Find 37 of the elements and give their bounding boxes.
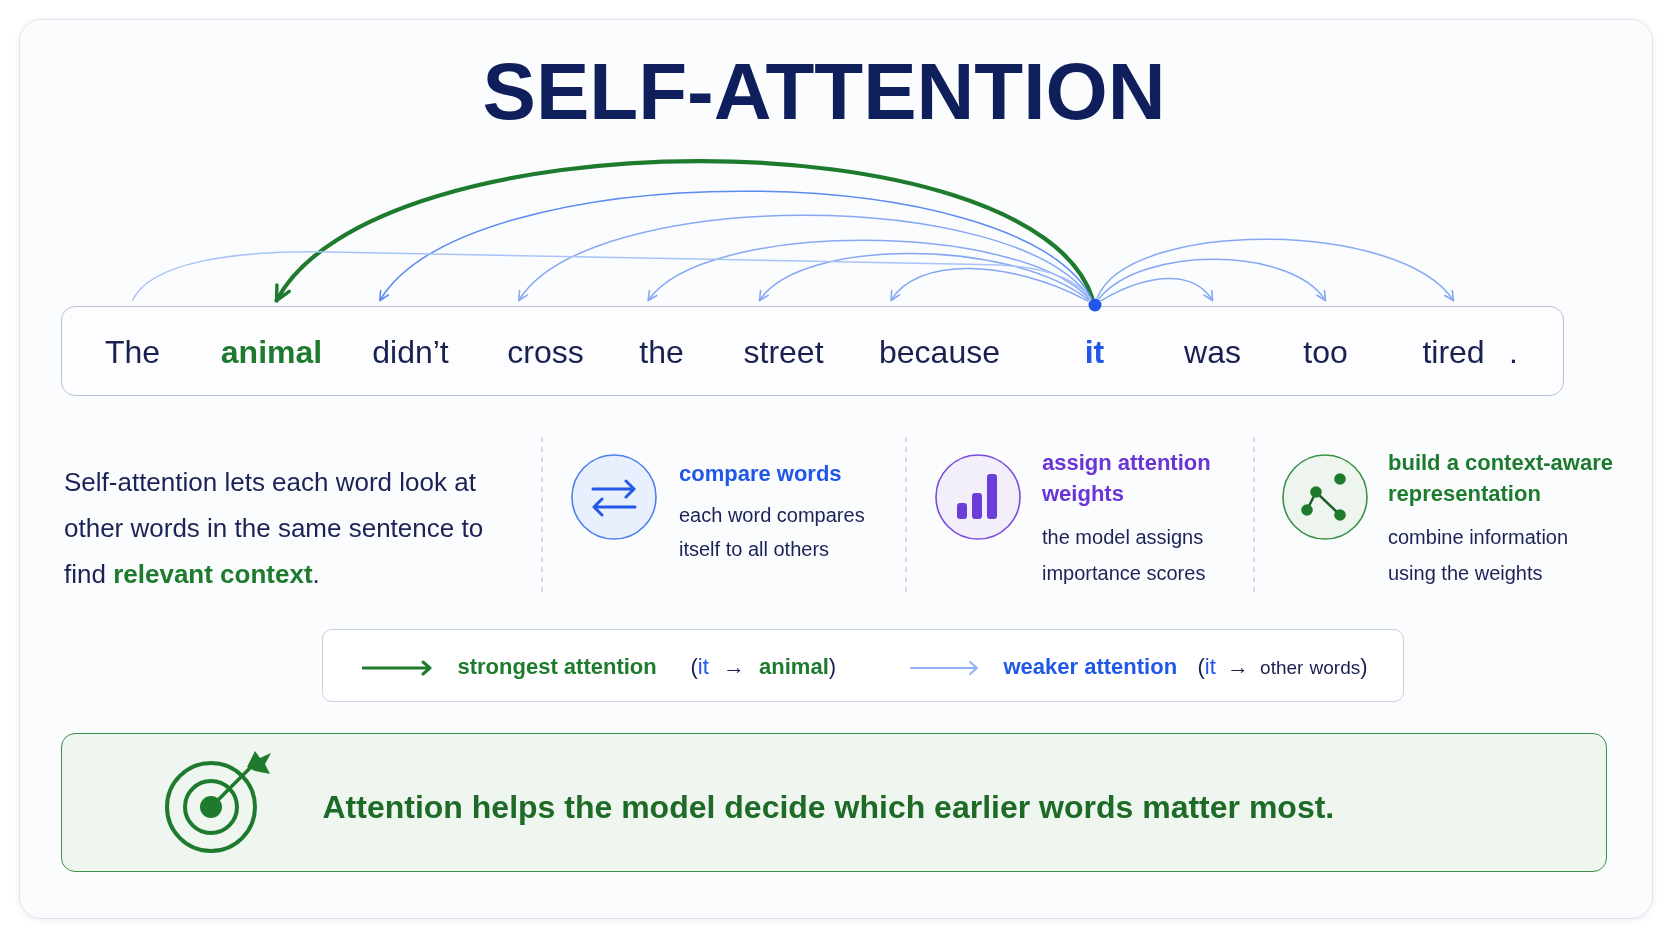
attention-arrow [890,267,1089,302]
legend-label: weaker attention [1003,652,1178,681]
legend-note: (it → other words) [1197,652,1368,681]
description-text: Self-attention lets each word look at other words in the same sentence to find relevant context. [64,466,485,591]
summary-banner [61,733,1607,872]
legend-label: strongest attention [457,652,657,681]
step-heading: build a context-aware representation [1388,449,1614,508]
summary-text: Attention helps the model decide which earlier words matter most. [322,787,1335,827]
attention-arrow [647,239,1091,302]
word: because [879,305,1000,372]
word: The [104,305,161,372]
word: didn’t [372,305,449,372]
word: tired [1422,305,1485,372]
attention-arrow [1098,258,1327,302]
step-description: the model assigns importance scores [1042,525,1207,586]
word: street [743,305,824,372]
attention-arrow [1096,238,1455,302]
word: it [1084,305,1105,372]
word: was [1184,305,1241,372]
step-description: combine information using the weights [1388,525,1570,586]
legend-note: (it → animal) [690,652,837,681]
strong-attention-arrow [274,159,1095,303]
step-heading: compare words [679,460,843,488]
attention-arrow [379,190,1092,302]
word: cross [507,305,584,372]
word: animal [220,305,323,372]
sentence-box [61,306,1564,396]
attention-arrow [1100,277,1214,302]
word: the [639,305,684,372]
attention-arrow [758,252,1090,302]
title: SELF-ATTENTION [482,47,1166,137]
word: too [1303,305,1348,372]
sentence-period: . [1509,332,1518,372]
step-description: each word compares itself to all others [679,503,866,562]
attention-line [131,251,1091,302]
step-heading: assign attention weights [1042,449,1212,508]
attention-arrow [517,214,1092,302]
